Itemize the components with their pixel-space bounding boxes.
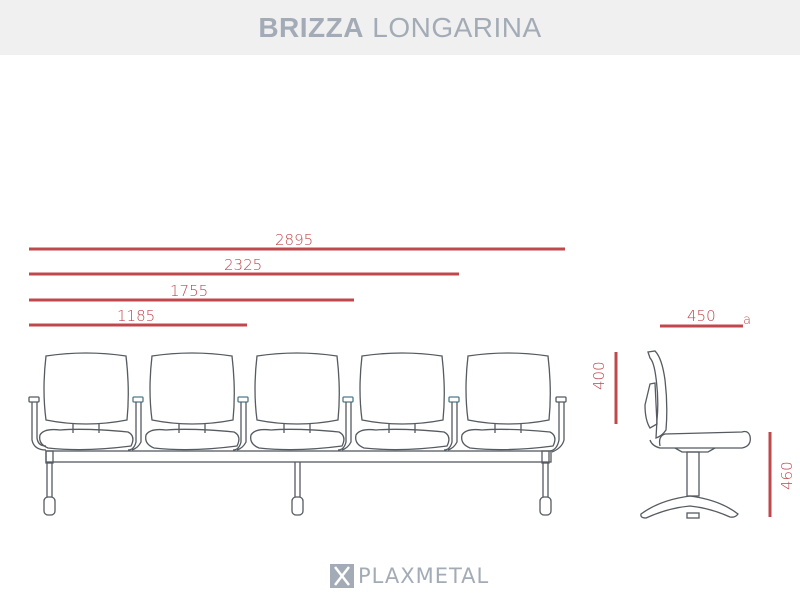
seat-2 [145,352,240,451]
product-title-light: LONGARINA [372,11,542,43]
leg-right [539,450,552,516]
seat-3 [250,352,345,451]
seat-4 [355,352,450,451]
seat-1 [39,352,134,451]
logo-x-icon [330,564,354,588]
leg-middle [291,462,304,516]
armrests [28,396,567,453]
dim-label-450-suffix: a [743,313,751,328]
base [640,495,739,519]
width-dimension-lines [29,247,772,517]
leg-left [43,450,56,516]
product-title-bold: BRIZZA [258,11,364,43]
side-view-chair [640,350,751,519]
seat-cushion [649,430,751,449]
logo-text: PLAXMETAL [358,564,490,588]
product-title: BRIZZA LONGARINA [258,12,541,44]
beam [45,450,552,463]
page-header: BRIZZA LONGARINA [0,0,800,55]
plaxmetal-logo: PLAXMETAL [330,563,489,589]
dim-label-1185: 1185 [117,307,156,325]
column [686,451,700,497]
dim-label-1755: 1755 [170,282,209,300]
dim-label-400: 400 [590,361,608,390]
dim-label-2895: 2895 [275,231,314,249]
dim-label-2325: 2325 [224,256,263,274]
seat-5 [461,352,556,451]
front-view-bench [28,352,567,516]
backrest [647,350,668,439]
dim-label-460: 460 [778,461,796,490]
dim-label-450: 450 [687,307,716,325]
